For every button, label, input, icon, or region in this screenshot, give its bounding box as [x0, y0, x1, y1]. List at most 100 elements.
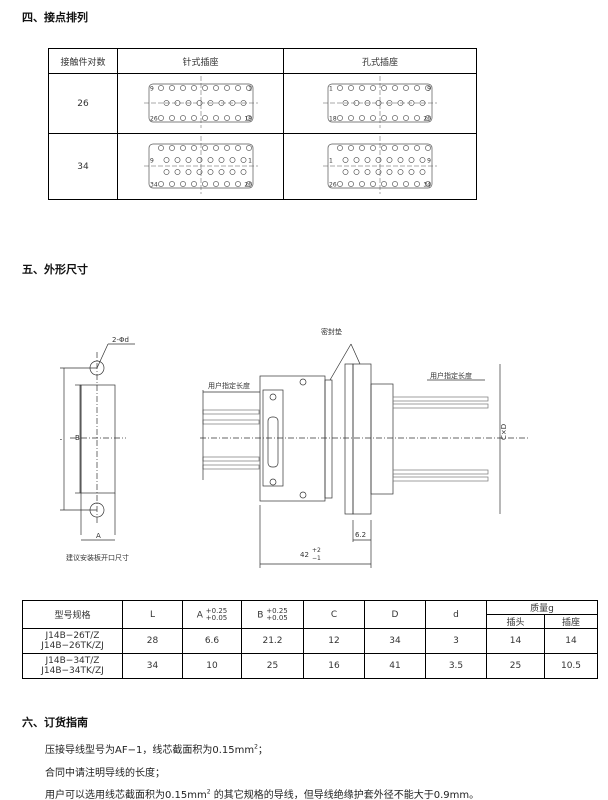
contact-pin [392, 85, 398, 91]
pin-number-label: 26 [423, 116, 431, 123]
cell-socket: 10.5 [544, 653, 598, 679]
contact-pin [168, 85, 175, 91]
dim-A-label: A [96, 532, 101, 540]
cell-D: 34 [364, 628, 426, 654]
contact-pin [348, 145, 354, 151]
pin-number-label: 1 [248, 158, 252, 165]
pin-number-label: 1 [329, 86, 333, 93]
cell-d: 3.5 [425, 653, 487, 679]
contact-pin [218, 157, 224, 163]
count-cell: 26 [48, 73, 118, 134]
pin-number-label: 1 [329, 158, 333, 165]
contact-pin [342, 157, 349, 163]
contact-pin [403, 145, 409, 151]
contact-pin [342, 169, 349, 175]
contact-pin [397, 157, 404, 163]
contact-pin [375, 100, 382, 106]
seal-label: 密封垫 [321, 327, 342, 336]
header-d: d [425, 600, 487, 629]
order-note-2: 合同中请注明导线的长度； [45, 768, 165, 779]
header-L: L [122, 600, 183, 629]
contact-pin [223, 181, 230, 187]
contact-pin [370, 181, 376, 187]
pin-number-label: 9 [150, 158, 154, 165]
contact-pin [157, 115, 164, 121]
contact-pin [359, 145, 365, 151]
panel-cutout [60, 343, 135, 541]
contact-pin [179, 145, 186, 151]
pin-number-label: 26 [150, 116, 158, 123]
contact-pin [240, 100, 246, 106]
header-pin: 针式插座 [117, 48, 284, 74]
header-A: A +0.25+0.05 [182, 600, 242, 629]
section4-title: 四、接点排列 [22, 11, 88, 24]
cell-L: 34 [122, 653, 183, 679]
specs-table: 型号规格 L A +0.25+0.05 B +0.25+0.05 C D d 质… [22, 600, 598, 679]
contact-pin [234, 181, 241, 187]
order-note-1: 压接导线型号为AF−1，线芯截面积为0.15mm2； [45, 743, 268, 756]
cell-D: 41 [364, 653, 426, 679]
contact-pin [245, 145, 252, 151]
contact-pin [245, 181, 252, 187]
order-note-3: 用户可以选用线芯截面积为0.15mm2 的其它规格的导线，但导线绝缘护套外径不能… [45, 788, 480, 800]
contact-pin [201, 115, 208, 121]
contact-pin [163, 169, 169, 175]
dim-42-tol-plus: +2 [312, 547, 321, 554]
contact-pin [364, 100, 371, 106]
pin-number-label: 9 [427, 86, 431, 93]
outline-drawing: 2-Φd L B A 建议安装板开口尺寸 密封垫 用户指定长度 用户指定长度 C… [60, 327, 530, 568]
dim-42-tol-minus: −1 [312, 555, 321, 562]
contact-pin [234, 145, 241, 151]
contact-pin [359, 85, 365, 91]
contact-pin [168, 181, 175, 187]
contact-pin [179, 115, 186, 121]
contact-pin [381, 85, 387, 91]
contact-pin [240, 157, 246, 163]
contact-pin [397, 100, 404, 106]
contact-pin [337, 115, 343, 121]
header-socket-mass: 插座 [544, 614, 598, 629]
contact-pin [414, 115, 420, 121]
contact-pin [212, 181, 219, 187]
contact-pin [229, 100, 235, 106]
contact-pin [403, 115, 409, 121]
cxd-label: C×D [500, 424, 508, 440]
contact-pin [381, 145, 387, 151]
contact-pin [185, 157, 191, 163]
contact-pin [348, 85, 354, 91]
dim-42-label: 42 [300, 551, 309, 559]
contact-pin [403, 85, 409, 91]
pin-number-label: 34 [423, 182, 431, 189]
hole-label: 2-Φd [112, 336, 129, 344]
contact-pin [163, 100, 169, 106]
contact-pin [348, 181, 354, 187]
contact-pin [157, 85, 164, 91]
contact-pin [185, 100, 191, 106]
contact-pin [229, 157, 235, 163]
contact-pin [179, 85, 186, 91]
cell-A: 6.6 [182, 628, 242, 654]
cell-socket: 14 [544, 628, 598, 654]
contact-pin [370, 85, 376, 91]
contact-pin [353, 169, 360, 175]
contact-pin [348, 115, 354, 121]
contact-pin [190, 115, 197, 121]
pin-number-label: 18 [244, 116, 252, 123]
contact-pin [419, 169, 426, 175]
contact-pin [229, 169, 235, 175]
contact-pin [234, 115, 241, 121]
contact-pin [207, 169, 213, 175]
contact-pin [174, 169, 180, 175]
contact-pin [157, 181, 164, 187]
header-count: 接触件对数 [48, 48, 118, 74]
contact-pin [397, 169, 404, 175]
contact-pin [218, 100, 224, 106]
panel-caption: 建议安装板开口尺寸 [66, 553, 129, 562]
